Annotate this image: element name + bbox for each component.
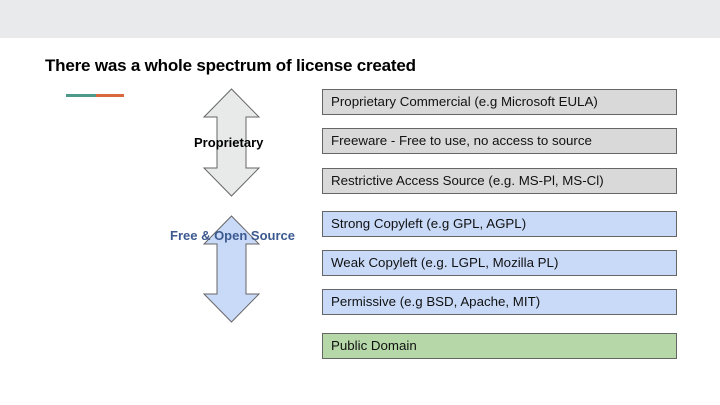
license-box-weak-copyleft: Weak Copyleft (e.g. LGPL, Mozilla PL) [322, 250, 677, 276]
proprietary-label: Proprietary [194, 135, 264, 150]
accent-bar-orange [96, 94, 124, 97]
proprietary-double-arrow-icon [202, 88, 261, 197]
open-source-label: Free & Open Source [170, 228, 295, 243]
license-box-proprietary-commercial: Proprietary Commercial (e.g Microsoft EU… [322, 89, 677, 115]
license-box-public-domain: Public Domain [322, 333, 677, 359]
license-box-freeware: Freeware - Free to use, no access to sou… [322, 128, 677, 154]
license-box-strong-copyleft: Strong Copyleft (e.g GPL, AGPL) [322, 211, 677, 237]
open-source-double-arrow-icon [202, 215, 261, 323]
license-box-restrictive-access: Restrictive Access Source (e.g. MS-Pl, M… [322, 168, 677, 194]
accent-bar-teal [66, 94, 96, 97]
slide-title: There was a whole spectrum of license cr… [45, 56, 416, 75]
license-box-permissive: Permissive (e.g BSD, Apache, MIT) [322, 289, 677, 315]
top-bar [0, 0, 720, 38]
